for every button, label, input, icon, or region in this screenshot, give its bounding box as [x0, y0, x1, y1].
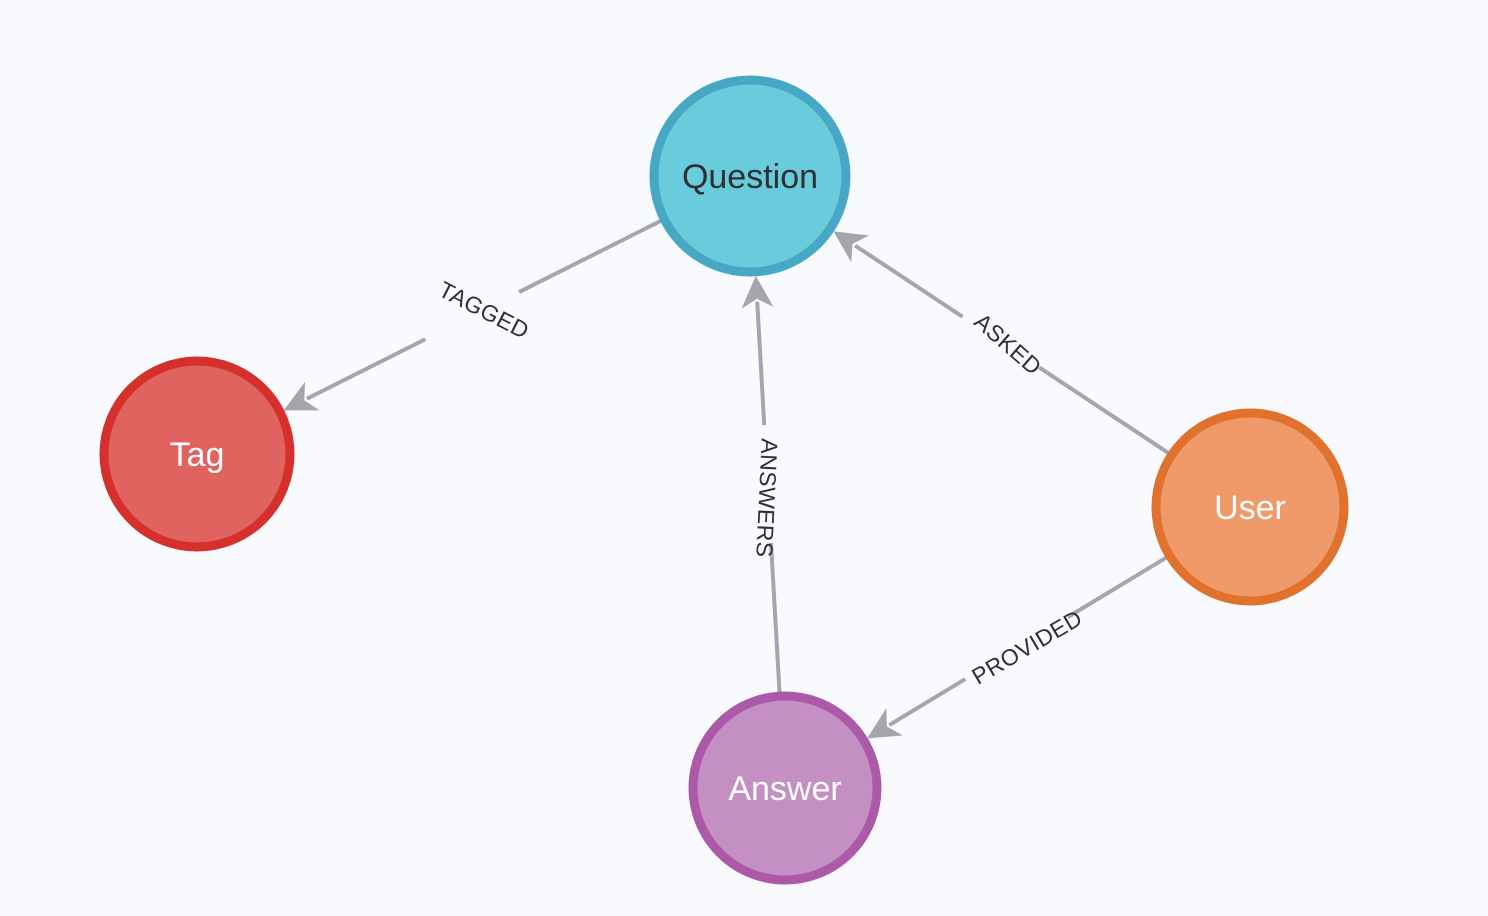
relationship-line	[518, 219, 662, 294]
relationship-asked[interactable]: ASKED	[825, 218, 1170, 455]
relationship-line	[888, 677, 967, 727]
node-answer[interactable]: Answer	[688, 691, 882, 885]
relationship-label: ASKED	[969, 308, 1046, 380]
arrowhead-icon	[867, 708, 903, 739]
relationship-line	[853, 243, 964, 319]
node-question[interactable]: Question	[649, 75, 851, 277]
relationship-answers[interactable]: ANSWERS	[740, 275, 783, 693]
relationship-tagged[interactable]: TAGGED	[276, 219, 662, 425]
relationship-line	[755, 301, 767, 426]
relationships-layer: TAGGED ASKED ANSWERS PROVIDED	[276, 218, 1170, 752]
node-label: Tag	[170, 436, 225, 474]
relationship-line	[768, 542, 782, 693]
node-circle[interactable]	[688, 691, 882, 885]
node-circle[interactable]	[99, 356, 295, 552]
relationship-label: ANSWERS	[751, 438, 782, 558]
relationship-provided[interactable]: PROVIDED	[859, 555, 1168, 752]
node-user[interactable]: User	[1151, 408, 1349, 606]
relationship-label: TAGGED	[435, 276, 534, 344]
relationship-line	[1038, 365, 1170, 455]
relationship-label: PROVIDED	[967, 604, 1086, 689]
relationship-line	[1066, 555, 1168, 619]
arrowhead-icon	[741, 275, 774, 309]
relationship-line	[305, 337, 427, 401]
node-tag[interactable]: Tag	[99, 356, 295, 552]
node-circle[interactable]	[1151, 408, 1349, 606]
arrowhead-icon	[833, 231, 869, 263]
node-label: Question	[682, 158, 818, 196]
arrowhead-icon	[283, 381, 320, 411]
node-circle[interactable]	[649, 75, 851, 277]
node-label: User	[1214, 489, 1286, 527]
node-label: Answer	[728, 770, 841, 808]
